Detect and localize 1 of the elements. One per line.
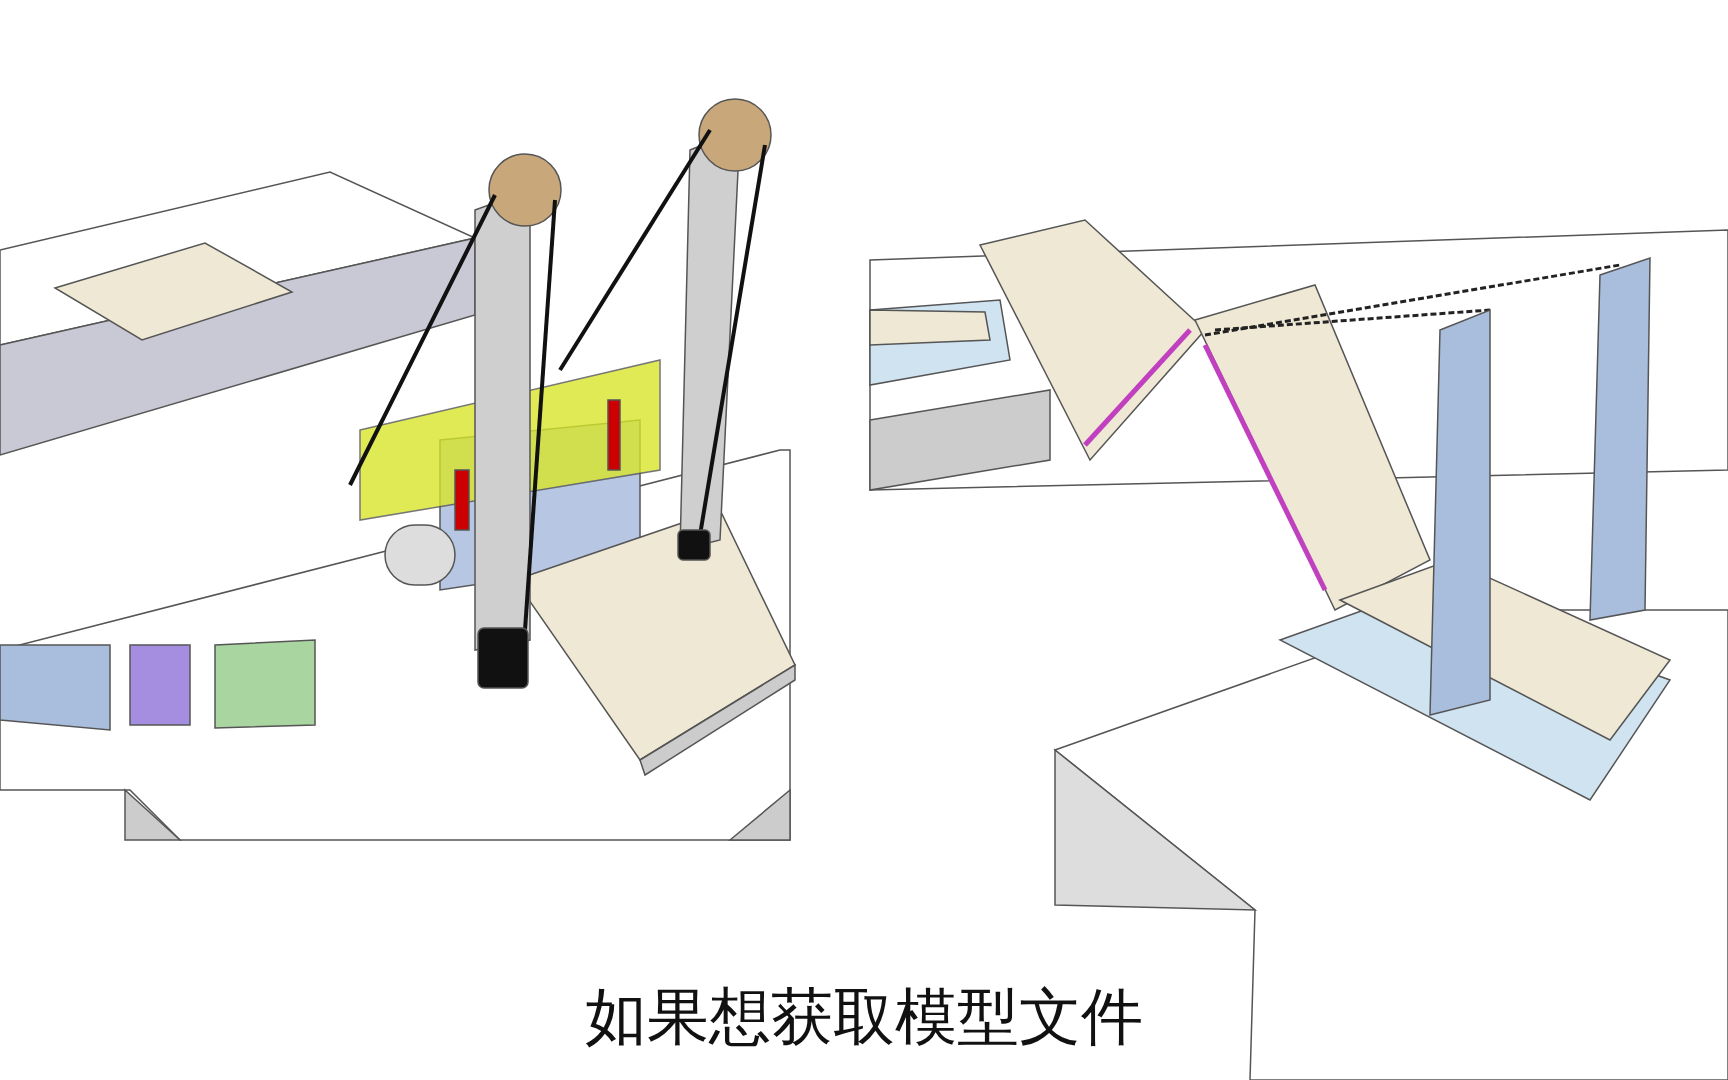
caption: 如果想获取模型文件 [585,979,1143,1055]
